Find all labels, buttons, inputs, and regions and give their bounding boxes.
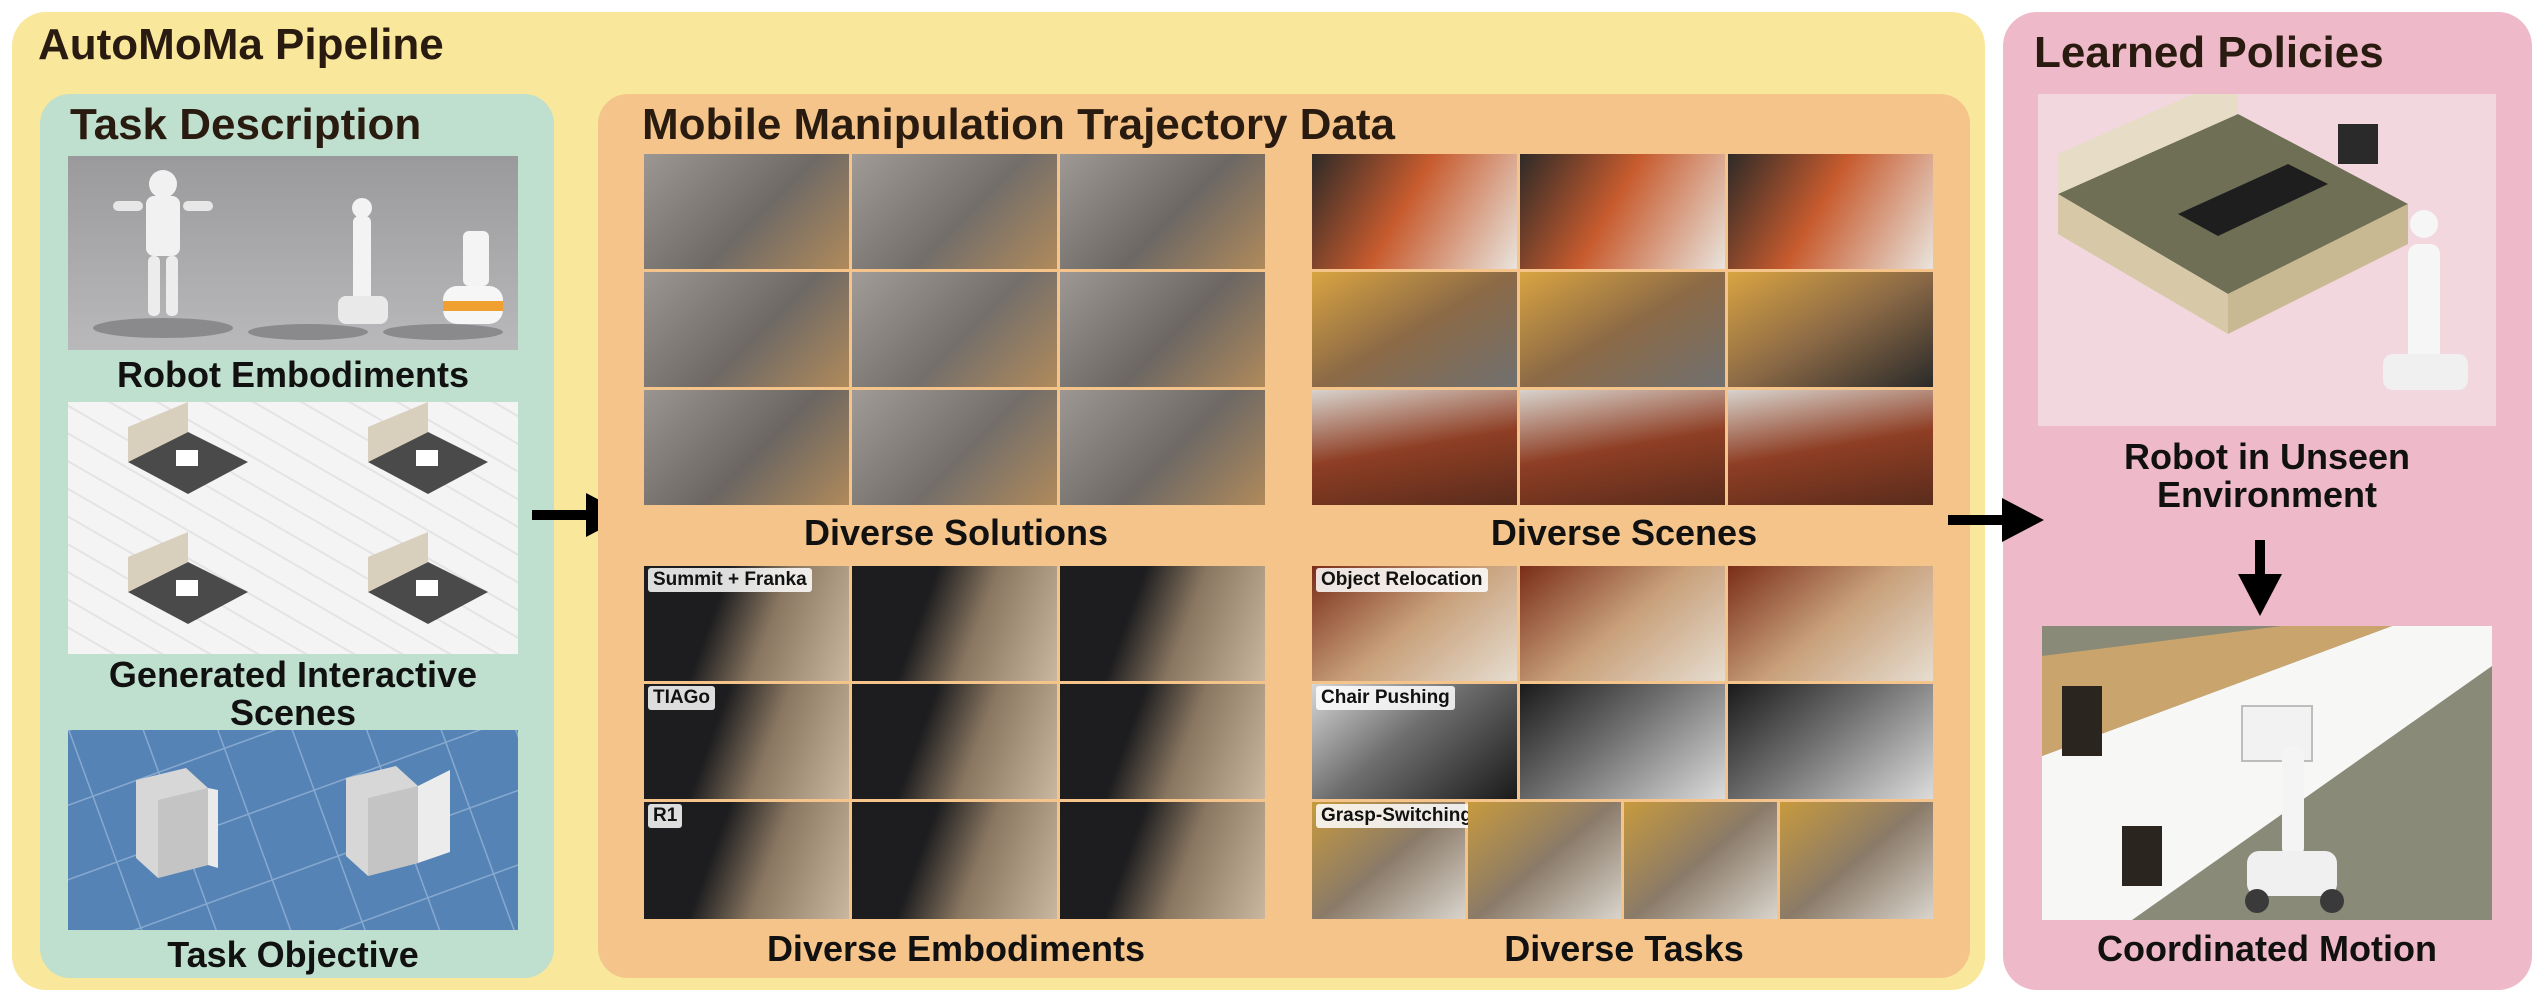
diverse-embodiments-label: Diverse Embodiments	[766, 928, 1146, 969]
environment-illustration	[2058, 94, 2468, 390]
diverse-solutions-grid	[644, 154, 1268, 508]
diverse-embodiments-grid: Summit + Franka TIAGo R1	[644, 566, 1268, 922]
coordinated-motion-image	[2042, 626, 2492, 920]
diverse-tasks-label: Diverse Tasks	[1504, 928, 1744, 969]
arrow-down-icon	[2238, 540, 2282, 616]
robot-embodiments-image	[68, 156, 518, 350]
robot-embodiments-label: Robot Embodiments	[117, 354, 469, 395]
coordinated-motion-label: Coordinated Motion	[2097, 928, 2437, 969]
generated-scenes-label: Generated Interactive Scenes	[108, 654, 478, 733]
generated-scenes-image	[68, 402, 518, 654]
unseen-environment-label: Robot in Unseen Environment	[2124, 436, 2410, 515]
arrow-right-icon	[1948, 498, 2044, 542]
task-tag: Chair Pushing	[1316, 686, 1455, 710]
learned-policies-title: Learned Policies	[2034, 28, 2384, 77]
embodiment-tag: R1	[648, 804, 683, 828]
embodiment-tag: Summit + Franka	[648, 568, 812, 592]
motion-illustration	[2042, 626, 2492, 920]
task-description-title: Task Description	[70, 100, 422, 149]
task-objective-image	[68, 730, 518, 930]
task-objective-label: Task Objective	[167, 934, 419, 975]
pipeline-title: AutoMoMa Pipeline	[38, 20, 444, 69]
trajectory-data-title: Mobile Manipulation Trajectory Data	[642, 100, 1396, 149]
task-tag: Grasp-Switching	[1316, 804, 1477, 828]
scene-grid-illustration	[128, 402, 488, 624]
embodiment-tag: TIAGo	[648, 686, 715, 710]
unseen-environment-image	[2038, 94, 2496, 426]
diverse-scenes-label: Diverse Scenes	[1490, 512, 1758, 553]
diverse-tasks-grid: Object Relocation Chair Pushing Grasp-Sw…	[1312, 566, 1936, 922]
diverse-scenes-grid	[1312, 154, 1936, 508]
diverse-solutions-label: Diverse Solutions	[803, 512, 1109, 553]
task-tag: Object Relocation	[1316, 568, 1488, 592]
cabinet-illustration	[68, 730, 518, 930]
robots-illustration	[93, 170, 503, 340]
